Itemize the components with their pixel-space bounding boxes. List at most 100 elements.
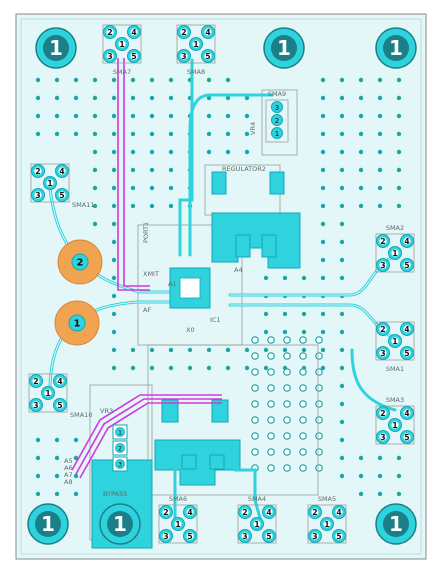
via (358, 473, 364, 479)
via (54, 77, 60, 83)
copper-pad-c (235, 234, 251, 258)
copper-pad-lower-a (161, 399, 179, 423)
via (111, 77, 117, 83)
header-pin-pad (115, 443, 125, 453)
sma-outline (375, 405, 415, 445)
via (111, 311, 117, 317)
sma-label: SMA9 (268, 90, 286, 98)
via (111, 257, 117, 263)
sma-pad-hole (32, 377, 40, 385)
sma-pad-hole (162, 532, 170, 540)
via (111, 221, 117, 227)
via (358, 95, 364, 101)
via (168, 365, 174, 371)
via (225, 131, 231, 137)
sma-pad-hole (403, 237, 411, 245)
sma-pad-label: 5 (59, 191, 64, 200)
via (35, 437, 41, 443)
via (339, 401, 345, 407)
via (282, 311, 288, 317)
via (358, 149, 364, 155)
sma-pad-label: 2 (163, 508, 168, 517)
via (377, 455, 383, 461)
via (396, 491, 402, 497)
sma-pad-label: 2 (380, 409, 385, 418)
sma-outline (375, 233, 415, 273)
copper-pad-reg-b (269, 171, 285, 195)
header-pins: 123 (112, 424, 128, 472)
label-vr3: VR3 (100, 407, 113, 415)
via (130, 95, 136, 101)
via-ring (267, 432, 275, 440)
sma-pad-hole (403, 325, 411, 333)
trace-pink-sma7-a (117, 58, 150, 291)
via (35, 113, 41, 119)
via (320, 149, 326, 155)
sma-pad-label: 5 (187, 532, 192, 541)
via-ring (251, 368, 259, 376)
copper-pad-lower-d (209, 454, 225, 470)
sma-pad-hole (311, 508, 319, 516)
sma-pad-hole (335, 508, 343, 516)
via (377, 167, 383, 173)
sma-label: SMA2 (386, 224, 404, 232)
via (54, 491, 60, 497)
sma-pad-hole (403, 261, 411, 269)
via (263, 329, 269, 335)
sma-pad-label: 1 (47, 179, 52, 188)
via-ring (299, 368, 307, 376)
sma-pad-hole (174, 520, 182, 528)
via-ring (267, 400, 275, 408)
via (320, 95, 326, 101)
sma-pad-hole (391, 421, 399, 429)
sma-pad-label: 1 (254, 520, 259, 529)
via (149, 131, 155, 137)
via-ring (251, 448, 259, 456)
via-ring (283, 352, 291, 360)
via (244, 95, 250, 101)
sma-pad-label: 4 (131, 28, 136, 37)
via-ring (283, 416, 291, 424)
via (73, 473, 79, 479)
copper-pour-lower (154, 439, 241, 486)
via (320, 131, 326, 137)
sma-label: SMA11 (72, 201, 94, 209)
via-ring (299, 464, 307, 472)
via (263, 311, 269, 317)
via (130, 149, 136, 155)
sma-pad-hole (265, 508, 273, 516)
via (73, 77, 79, 83)
via (263, 275, 269, 281)
via (358, 113, 364, 119)
via-ring (283, 432, 291, 440)
mount-hole-label: 1 (41, 512, 55, 536)
via (73, 491, 79, 497)
via-ring (283, 384, 291, 392)
via (396, 77, 402, 83)
sma-label: SMA1 (386, 365, 404, 373)
via (206, 113, 212, 119)
label-ic: IC1 (210, 316, 221, 324)
via (149, 95, 155, 101)
via (339, 203, 345, 209)
sma-pad-label: 4 (266, 508, 271, 517)
via (130, 167, 136, 173)
via (149, 347, 155, 353)
via (54, 473, 60, 479)
via (54, 131, 60, 137)
trace-pink-lower-c (79, 402, 222, 479)
via (396, 203, 402, 209)
sma-pad-hole (130, 28, 138, 36)
via-ring (267, 336, 275, 344)
sma9-pin-label: 3 (275, 104, 279, 112)
via (73, 113, 79, 119)
sma-pad-hole (56, 401, 64, 409)
sma-pad-label: 4 (187, 508, 192, 517)
via (130, 131, 136, 137)
via (130, 203, 136, 209)
ic-core (179, 277, 201, 299)
mount-hole-bottom-center: 1 (99, 503, 141, 545)
